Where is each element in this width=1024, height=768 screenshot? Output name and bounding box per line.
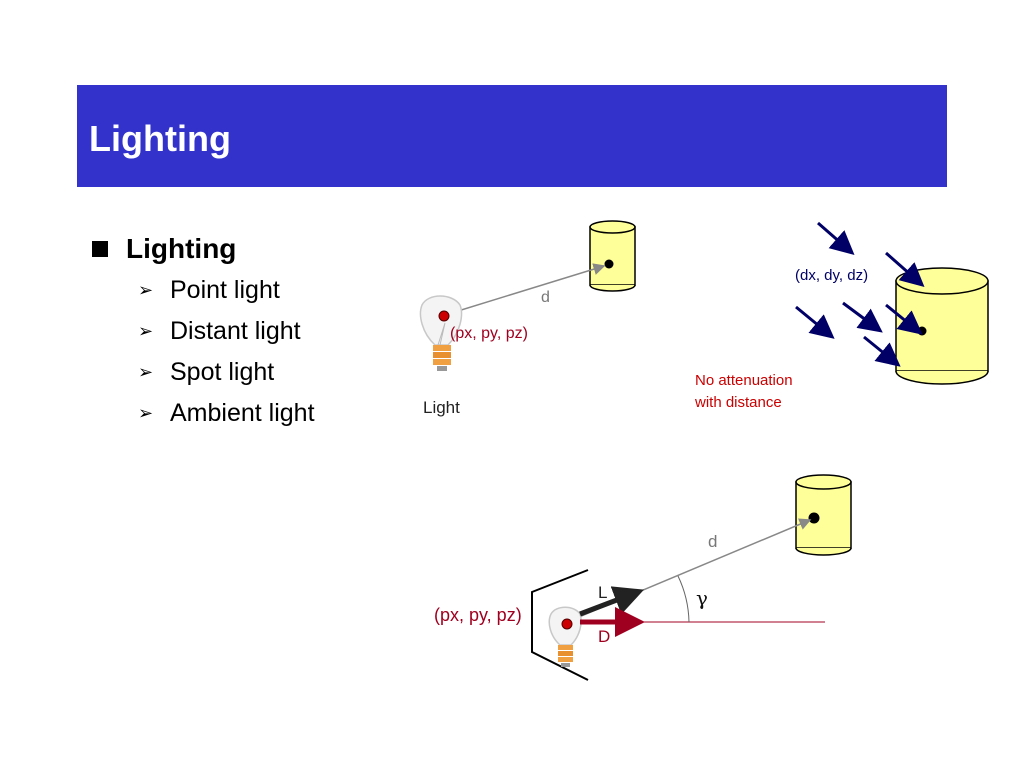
distance-label: d [541,289,550,306]
spot-reflector-icon [531,569,589,681]
D-label: D [598,627,611,646]
position-label: (px, py, pz) [450,325,528,342]
position-label: (px, py, pz) [434,605,522,625]
direction-label: (dx, dy, dz) [795,267,869,284]
bullet-item-label: Point light [170,276,280,304]
cylinder-icon [795,474,852,556]
distance-arrow [444,263,606,316]
bullet-item-ambient-light: ➢ Ambient light [138,393,315,434]
attenuation-note-line2: with distance [695,394,782,411]
light-label: Light [423,398,460,417]
distance-label: d [708,532,718,551]
cylinder-icon [589,220,636,292]
bullet-item-spot-light: ➢ Spot light [138,352,315,393]
arrowhead-bullet-icon: ➢ [138,403,154,423]
distant-light-svg [795,221,989,385]
spot-light-diagram: d L D γ (px, py, pz) [430,470,858,688]
L-vector-arrow [579,586,645,617]
bullet-main: Lighting [90,228,315,270]
L-label: L [598,583,608,602]
light-bulb-icon [548,606,582,667]
title-bar: Lighting [77,85,947,187]
arrowhead-bullet-icon: ➢ [138,280,154,300]
bullet-item-label: Spot light [170,358,275,386]
slide-title: Lighting [89,118,231,159]
angle-gamma-label: γ [696,586,708,610]
point-light-diagram: d (px, py, pz) Light [410,215,650,425]
bullet-item-label: Ambient light [170,399,315,427]
bullet-main-label: Lighting [126,233,237,264]
arrowhead-bullet-icon: ➢ [138,321,154,341]
angle-arc [677,575,690,623]
bullet-item-distant-light: ➢ Distant light [138,311,315,352]
light-bulb-icon [419,295,463,371]
square-bullet-icon [92,241,108,257]
light-direction-arrows [795,221,925,367]
arrowhead-bullet-icon: ➢ [138,362,154,382]
bullet-item-point-light: ➢ Point light [138,270,315,311]
point-light-svg [419,220,636,371]
spot-light-svg [531,474,852,681]
attenuation-note-line1: No attenuation [695,372,793,389]
bullet-item-label: Distant light [170,317,301,345]
distant-light-diagram: (dx, dy, dz) No attenuation with distanc… [688,215,996,415]
bullet-list: Lighting ➢ Point light ➢ Distant light ➢… [90,228,315,434]
